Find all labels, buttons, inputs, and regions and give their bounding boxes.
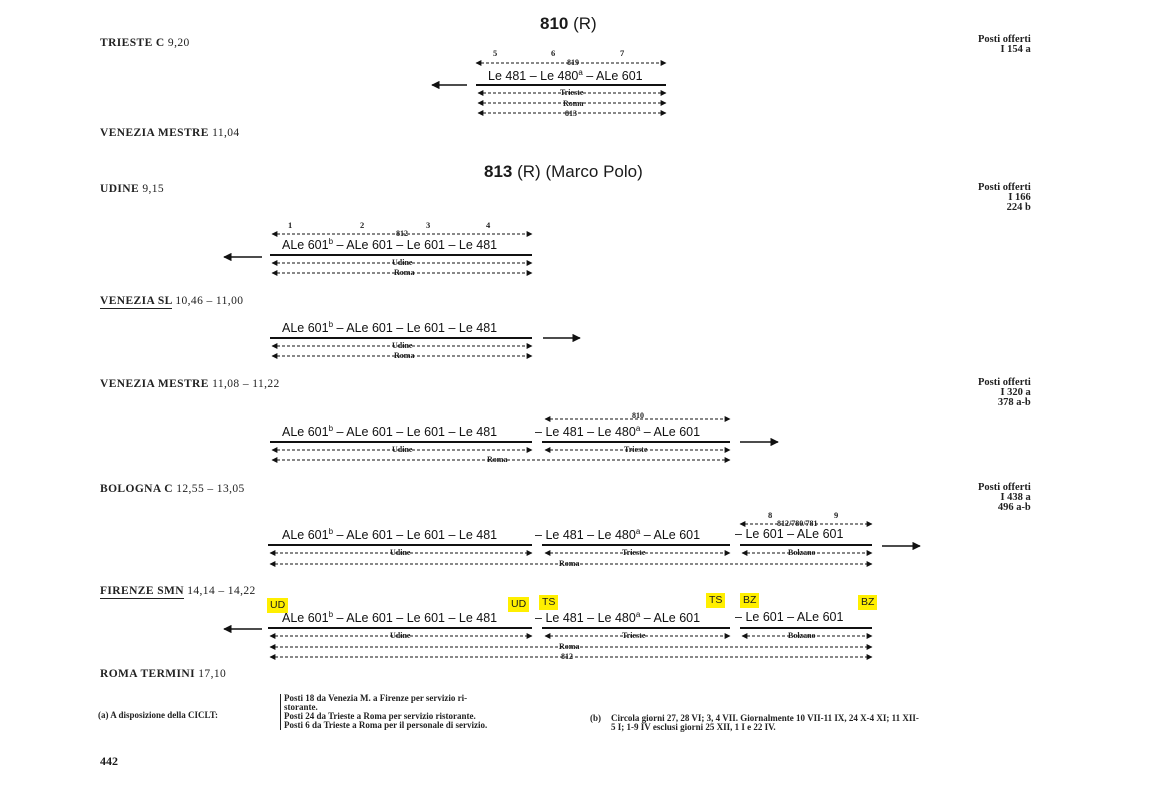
composition-row-udine: ALe 601b – ALe 601 – Le 601 – Le 481 (282, 237, 498, 253)
page-number: 442 (100, 754, 118, 768)
train-813-name: (Marco Polo) (545, 162, 643, 181)
seats-venezia-mestre: Posti offerti I 320 a 378 a-b (978, 377, 1031, 408)
through-num-810: 810 (630, 411, 646, 420)
footnote-b-label: (b) (590, 713, 601, 723)
seats-bologna: Posti offerti I 438 a 496 a-b (978, 482, 1031, 513)
composition-row-venezia-sl: ALe 601b – ALe 601 – Le 601 – Le 481 (282, 320, 498, 336)
composition-810: Le 481 – Le 480a – ALe 601 (488, 68, 643, 84)
station-firenze: FIRENZE SMN 14,14 – 14,22 (100, 585, 256, 599)
station-venezia-mestre-810: VENEZIA MESTRE 11,04 (100, 127, 240, 139)
composition-row-firenze: ALe 601b – ALe 601 – Le 601 – Le 481 (282, 610, 498, 626)
carriage-num-8: 8 (768, 510, 773, 520)
train-810-category: (R) (573, 14, 597, 33)
station-trieste: TRIESTE C 9,20 (100, 37, 190, 49)
composition-row-firenze-trieste: – Le 481 – Le 480a – ALe 601 (535, 610, 701, 626)
carriage-num-5: 5 (493, 48, 498, 58)
station-venezia-sl: VENEZIA SL 10,46 – 11,00 (100, 295, 244, 309)
train-813-number: 813 (484, 162, 513, 181)
composition-row-bologna-bolzano: – Le 601 – ALe 601 (735, 527, 844, 541)
composition-row-mestre-trieste: – Le 481 – Le 480a – ALe 601 (535, 424, 701, 440)
carriage-num-4: 4 (486, 220, 491, 230)
train-810-number: 810 (540, 14, 569, 33)
composition-row-firenze-bolzano: – Le 601 – ALe 601 (735, 610, 844, 624)
station-bologna: BOLOGNA C 12,55 – 13,05 (100, 483, 245, 495)
carriage-num-1: 1 (288, 220, 293, 230)
carriage-num-9: 9 (834, 510, 839, 520)
station-roma: ROMA TERMINI 17,10 (100, 668, 227, 680)
seats-udine: Posti offerti I 166 224 b (978, 182, 1031, 213)
footnote-b-text: Circola giorni 27, 28 VI; 3, 4 VII. Gior… (611, 713, 919, 732)
station-udine: UDINE 9,15 (100, 183, 165, 195)
highlight-ts-1: TS (539, 595, 559, 610)
highlight-bz-1: BZ (740, 593, 760, 608)
highlight-ud-2: UD (508, 597, 530, 612)
train-810-title: 810 (R) (540, 14, 597, 34)
carriage-num-3: 3 (426, 220, 431, 230)
composition-row-bologna-trieste: – Le 481 – Le 480a – ALe 601 (535, 527, 701, 543)
highlight-bz-2: BZ (858, 595, 878, 610)
train-813-title: 813 (R) (Marco Polo) (484, 162, 643, 182)
carriage-num-7: 7 (620, 48, 625, 58)
composition-row-mestre: ALe 601b – ALe 601 – Le 601 – Le 481 (282, 424, 498, 440)
highlight-ud-1: UD (267, 598, 289, 613)
carriage-num-6: 6 (551, 48, 556, 58)
train-813-category: (R) (517, 162, 541, 181)
footnote-a-label: (a) A disposizione della CICLT: (98, 710, 219, 720)
composition-row-bologna: ALe 601b – ALe 601 – Le 601 – Le 481 (282, 527, 498, 543)
station-venezia-mestre-813: VENEZIA MESTRE 11,08 – 11,22 (100, 378, 280, 390)
footnote-a-text: Posti 18 da Venezia M. a Firenze per ser… (280, 694, 487, 730)
seats-810: Posti offerti I 154 a (978, 34, 1031, 55)
highlight-ts-2: TS (706, 593, 726, 608)
carriage-num-2: 2 (360, 220, 365, 230)
